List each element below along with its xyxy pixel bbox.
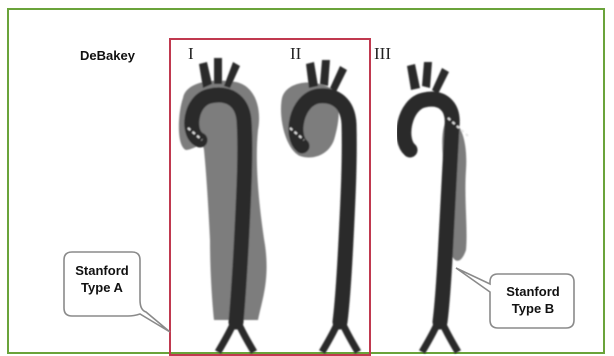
aorta-1-bifurcation (218, 318, 254, 352)
aorta-type-3 (404, 62, 468, 352)
stanford-b-line1: Stanford (494, 283, 572, 300)
debakey-label: DeBakey (80, 48, 135, 63)
stanford-type-a-label: Stanford Type A (66, 262, 138, 296)
aorta-2-bifurcation (322, 318, 358, 352)
stanford-a-line1: Stanford (66, 262, 138, 279)
stanford-b-line2: Type B (494, 300, 572, 317)
aorta-type-2 (281, 60, 358, 352)
type-1-numeral: I (188, 44, 194, 64)
aorta-3-bifurcation (422, 318, 458, 352)
type-3-numeral: III (374, 44, 391, 64)
aorta-3-true-lumen (404, 99, 452, 322)
stanford-type-b-label: Stanford Type B (494, 283, 572, 317)
type-2-numeral: II (290, 44, 301, 64)
aorta-3-vessels (407, 62, 449, 94)
aorta-type-1 (179, 58, 267, 352)
stanford-a-line2: Type A (66, 279, 138, 296)
